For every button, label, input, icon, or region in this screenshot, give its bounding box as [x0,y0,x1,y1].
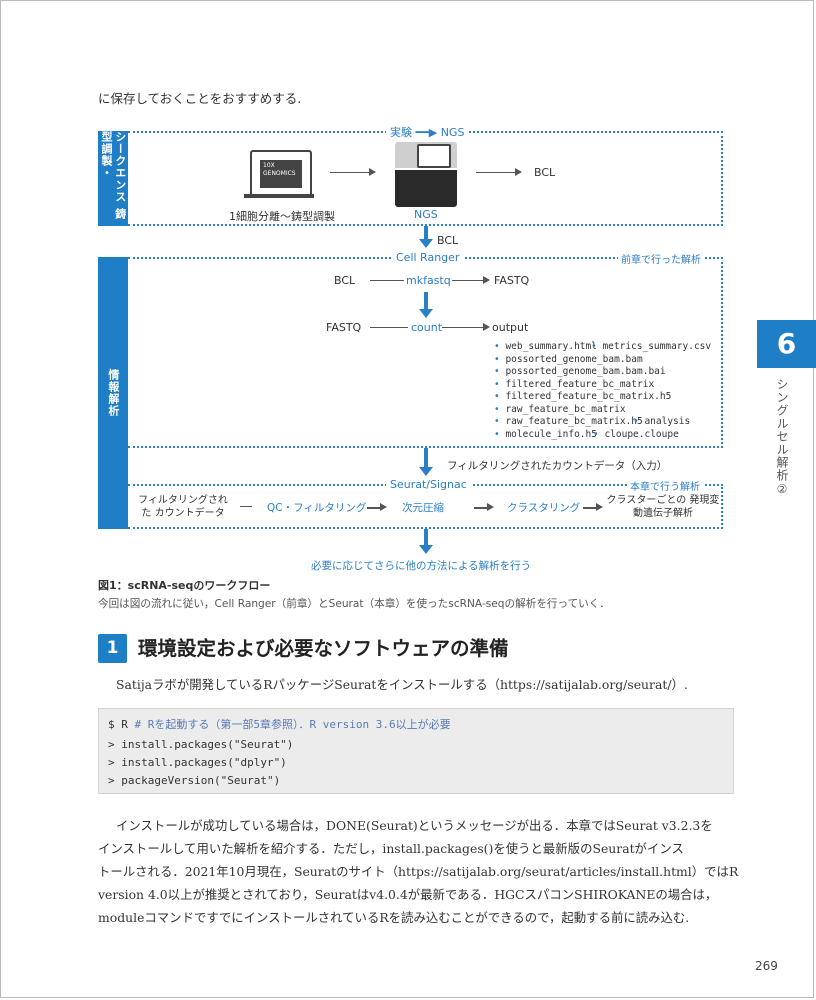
row2-arrow [442,323,490,331]
arrow-to-analysis [419,226,433,248]
file-item: possorted_genome_bam.bam.bai [494,366,665,377]
step-qc: QC・フィルタリング [267,502,367,514]
sidebar-analysis-label: 情報解析 [106,369,120,417]
arrow-row1-row2 [419,292,433,318]
chapter-tab-title: シングルセル解析② [775,378,789,497]
sidebar-analysis: 情報解析 [98,257,128,529]
arrow-reduction-clustering [474,503,494,511]
ngs-sequencer [395,142,457,207]
top-right-dotline [721,131,723,226]
body-line: インストールが成功している場合は，DONE(Seurat)というメッセージが出る… [116,818,713,833]
row2-line [370,327,408,328]
step-dash [240,506,252,507]
figure-caption-text: 今回は図の流れに従い，Cell Ranger（前章）とSeurat（本章）を使っ… [98,598,610,610]
cr-right-dotline [721,257,723,448]
row2-output: output [492,321,529,334]
row1-input: BCL [334,274,356,287]
step-deg: クラスターごとの 発現変動遺伝子解析 [606,495,720,519]
arrow-qc-reduction [367,503,387,511]
device-base [244,194,314,198]
prev-chapter-label: 前章で行った解析 [618,251,704,266]
figure-caption-title: 図1：scRNA-seqのワークフロー [98,579,271,592]
arrow-further-analysis [419,529,433,554]
body-line: moduleコマンドですでにインストールされているRを読み込むことができるので，… [98,910,690,925]
filtered-data-label: フィルタリングされたカウントデータ（入力） [447,460,668,472]
sidebar-sequence-label: シークエンス 鋳型調製・ [100,131,127,220]
step-reduction: 次元圧縮 [402,502,444,514]
arrow-to-seurat [419,448,433,476]
file-item: filtered_feature_bc_matrix [494,379,654,390]
arrow-clustering-deg [583,503,603,511]
seurat-right-dotline [721,484,723,529]
chapter-tab-number: 6 [757,320,816,368]
row1-arrow [452,276,490,284]
seurat-bottom-dotline [128,527,723,529]
lead-text: Satijaラボが開発しているRパッケージSeuratをインストールする（htt… [116,677,688,692]
section-title: 環境設定および必要なソフトウェアの準備 [138,637,509,660]
arrow-device-ngs [330,168,376,176]
code-block: $ R # Rを起動する（第一部5章参照）．R version 3.6以上が必要… [98,708,734,794]
file-item: cloupe.cloupe [593,429,678,440]
code-line-4: > packageVersion("Seurat") [108,774,281,787]
ngs-label: NGS [414,208,438,221]
code-line-1: $ R # Rを起動する（第一部5章参照）．R version 3.6以上が必要 [108,716,451,732]
row2-tool: count [411,321,443,334]
row1-line [370,280,404,281]
file-item: raw_feature_bc_matrix [494,404,625,415]
sidebar-sequence: シークエンス 鋳型調製・ [98,131,128,226]
intro-text: に保存しておくことをおすすめする. [98,91,302,106]
cr-bottom-dotline [128,446,723,448]
file-item: metrics_summary.csv [591,341,711,352]
step-input: フィルタリングされた カウントデータ [138,495,228,519]
seurat-label: Seurat/Signac [386,478,471,491]
file-item: possorted_genome_bam.bam [494,354,642,365]
bcl-output-label: BCL [534,166,556,179]
experiment-header: 実験 ━━▶ NGS [386,124,469,140]
code-comment: # Rを起動する（第一部5章参照）．R version 3.6以上が必要 [134,718,451,731]
arrow-ngs-bcl [476,168,522,176]
step-clustering: クラスタリング [507,502,581,514]
code-command: $ R [108,718,128,731]
code-line-3: > install.packages("dplyr") [108,756,287,769]
row1-output: FASTQ [494,274,530,287]
bcl-between-label: BCL [437,234,459,247]
file-item: analysis [633,416,690,427]
cellranger-label: Cell Ranger [392,251,464,264]
file-item: molecule_info.h5 [494,429,597,440]
this-chapter-label: 本章で行う解析 [627,478,703,493]
file-item: raw_feature_bc_matrix.h5 [494,416,642,427]
body-line: インストールして用いた解析を紹介する．ただし，install.packages(… [98,841,684,856]
row2-input: FASTQ [326,321,362,334]
top-bottom-dotline [128,224,723,226]
section-number: 1 [98,634,127,663]
further-analysis-label: 必要に応じてさらに他の方法による解析を行う [311,560,532,572]
body-line: トールされる．2021年10月現在，Seuratのサイト（https://sat… [98,864,739,879]
row1-tool: mkfastq [406,274,451,287]
device-caption: 1細胞分離〜鋳型調製 [229,210,335,223]
code-line-2: > install.packages("Seurat") [108,738,294,751]
file-item: filtered_feature_bc_matrix.h5 [494,391,671,402]
body-line: version 4.0以上が推奨とされており，Seuratはv4.0.4が最新で… [98,887,718,902]
genomics-device: 10X GENOMICS [250,150,312,198]
page-number: 269 [755,959,778,973]
file-item: web_summary.html [494,341,597,352]
device-screen-label: 10X GENOMICS [260,160,302,188]
